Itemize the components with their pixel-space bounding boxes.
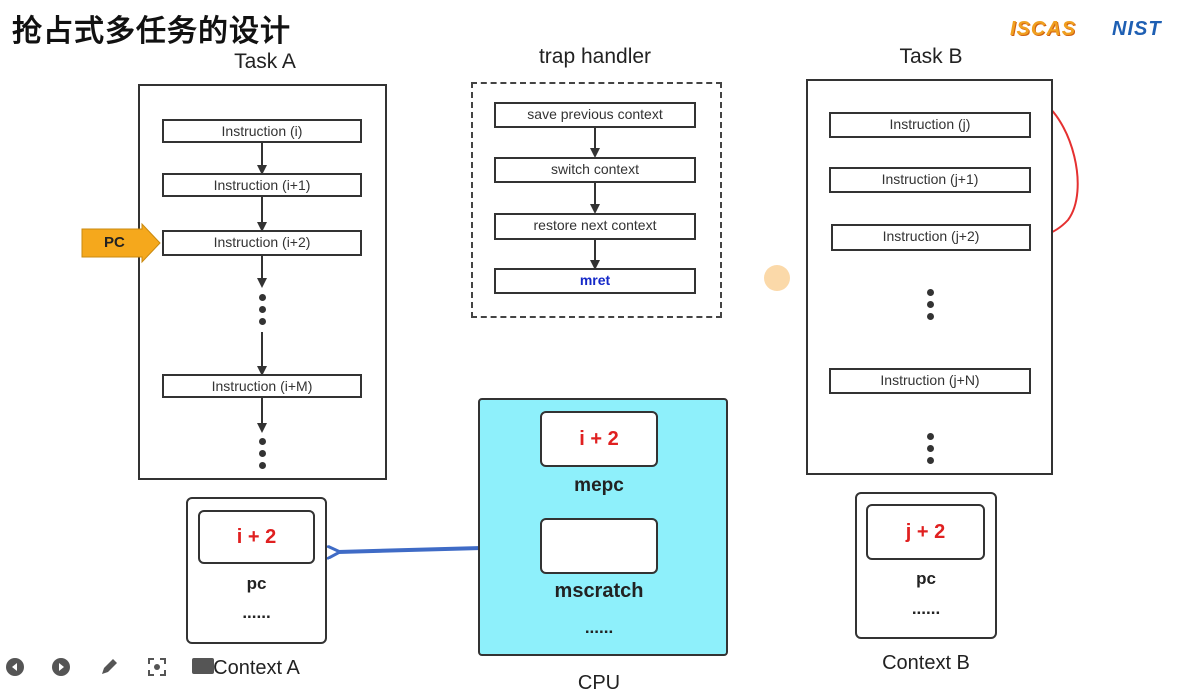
task-a-dot: [259, 438, 266, 445]
context-b-pc-value: j + 2: [866, 504, 985, 560]
task-b-dot: [927, 301, 934, 308]
trap-step-save: save previous context: [494, 102, 696, 128]
trap-step-switch: switch context: [494, 157, 696, 183]
presentation-toolbar: [6, 656, 214, 678]
mepc-value: i + 2: [540, 411, 658, 467]
mscratch-register: [540, 518, 658, 574]
task-b-dot: [927, 313, 934, 320]
task-b-instr-j: Instruction (j): [829, 112, 1031, 138]
task-b-dot: [927, 433, 934, 440]
context-a-label: Context A: [213, 657, 300, 679]
context-b-label: Context B: [882, 652, 970, 674]
task-a-instr-i2: Instruction (i+2): [162, 230, 362, 256]
context-a-ellipsis: ......: [242, 603, 271, 622]
cpu-label: CPU: [577, 672, 621, 694]
context-b-pc-label: pc: [916, 569, 936, 588]
pen-icon[interactable]: [98, 656, 120, 683]
task-a-dot: [259, 306, 266, 313]
task-b-dot: [927, 445, 934, 452]
nist-logo: NIST: [1112, 18, 1162, 40]
trap-handler-panel: [471, 82, 722, 318]
cpu-ellipsis: ......: [584, 618, 614, 637]
task-b-instr-j1: Instruction (j+1): [829, 167, 1031, 193]
task-b-instr-jn: Instruction (j+N): [829, 368, 1031, 394]
task-b-title: Task B: [899, 45, 963, 68]
task-a-dot: [259, 294, 266, 301]
pc-arrow-shape: [81, 222, 161, 264]
trap-step-mret: mret: [494, 268, 696, 294]
context-a-pc-label: pc: [246, 574, 267, 593]
cursor-highlight: [764, 265, 790, 291]
context-b-ellipsis: ......: [911, 599, 941, 618]
task-a-dot: [259, 462, 266, 469]
context-a-pc-value: i + 2: [198, 510, 315, 564]
trap-step-restore: restore next context: [494, 213, 696, 240]
task-b-instr-j2: Instruction (j+2): [831, 224, 1031, 251]
iscas-logo: ISCAS: [1010, 18, 1077, 40]
mscratch-label: mscratch: [554, 580, 644, 602]
task-a-instr-i: Instruction (i): [162, 119, 362, 143]
next-icon[interactable]: [52, 658, 70, 676]
focus-icon[interactable]: [146, 656, 168, 683]
screen-icon[interactable]: [192, 658, 214, 674]
pc-marker-label: PC: [104, 234, 125, 251]
task-a-dot: [259, 450, 266, 457]
task-b-dot: [927, 289, 934, 296]
task-a-title: Task A: [234, 50, 296, 73]
task-a-dot: [259, 318, 266, 325]
task-b-dot: [927, 457, 934, 464]
slide-title: 抢占式多任务的设计: [12, 14, 291, 49]
task-b-panel: [806, 79, 1053, 475]
mepc-label: mepc: [574, 475, 624, 496]
prev-icon[interactable]: [6, 658, 24, 676]
trap-handler-title: trap handler: [538, 45, 652, 68]
